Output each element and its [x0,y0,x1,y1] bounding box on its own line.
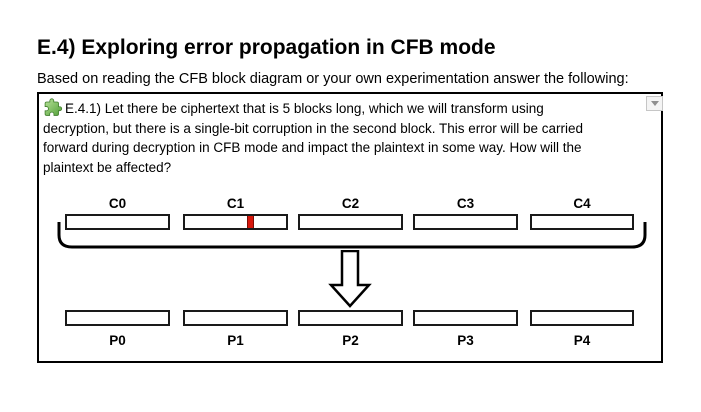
puzzle-icon [43,98,63,117]
ciphertext-label-c2: C2 [341,196,360,211]
ciphertext-block-c0 [65,214,170,230]
ciphertext-label-c0: C0 [108,196,127,211]
collapse-button[interactable] [646,96,663,111]
plaintext-label-p4: P4 [573,333,591,348]
question-line-text: E.4.1) Let there be ciphertext that is 5… [65,101,544,116]
group-bracket [55,221,649,256]
ciphertext-label-c4: C4 [573,196,591,211]
ciphertext-label-c1: C1 [226,196,245,211]
question-text: E.4.1) Let there be ciphertext that is 5… [43,98,649,177]
plaintext-block-p1 [183,310,288,326]
ciphertext-block-c3 [413,214,518,230]
plaintext-block-p3 [413,310,518,326]
ciphertext-block-c2 [298,214,403,230]
corruption-bit-marker [247,216,254,228]
intro-text: Based on reading the CFB block diagram o… [37,71,629,87]
plaintext-block-p4 [530,310,634,326]
plaintext-block-p2 [298,310,403,326]
question-line: decryption, but there is a single-bit co… [43,120,584,136]
question-line: forward during decryption in CFB mode an… [43,140,582,155]
plaintext-label-p0: P0 [109,333,126,348]
question-line: E.4.1) Let there be ciphertext that is 5… [43,98,649,119]
plaintext-label-p3: P3 [457,333,474,348]
page-title: E.4) Exploring error propagation in CFB … [37,36,496,59]
ciphertext-block-c4 [530,214,634,230]
plaintext-block-p0 [65,310,170,326]
chevron-down-icon [650,101,659,106]
ciphertext-label-c3: C3 [456,196,475,211]
question-line: plaintext be affected? [43,159,172,175]
ciphertext-block-c1 [183,214,288,230]
plaintext-label-p2: P2 [342,333,359,348]
plaintext-label-p1: P1 [227,333,244,348]
down-arrow-icon [328,249,372,313]
